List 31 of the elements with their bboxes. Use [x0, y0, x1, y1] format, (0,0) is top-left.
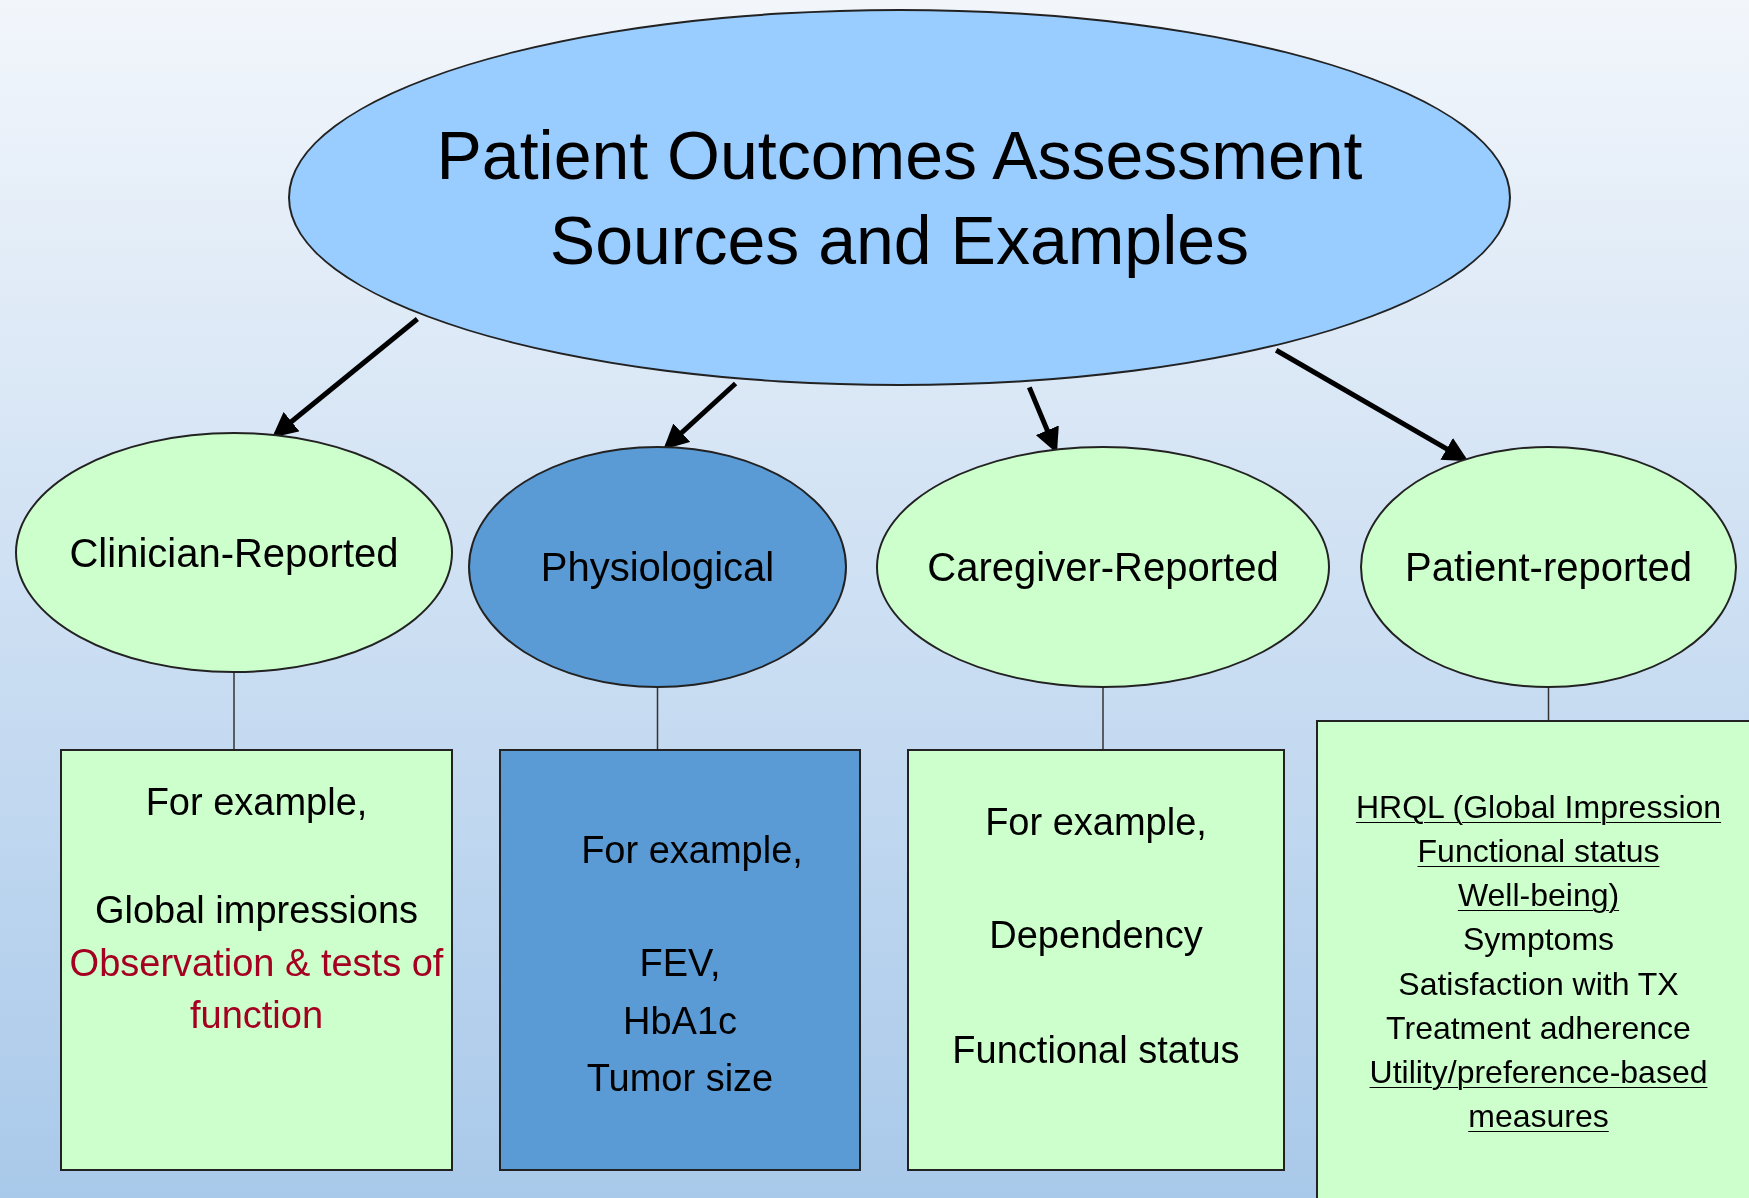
node-title: Patient Outcomes Assessment Sources and Examples: [435, 115, 1364, 280]
example-text: For example,: [581, 828, 803, 873]
example-text: Observation & tests of function: [68, 940, 445, 1039]
example-text: Treatment adherence: [1386, 1008, 1691, 1048]
example-text: Utility/preference-based measures: [1368, 1052, 1709, 1137]
example-text: Dependency: [989, 913, 1203, 959]
example-text: Symptoms: [1462, 920, 1615, 960]
node-title: Caregiver-Reported: [926, 544, 1280, 591]
connector-line: [1547, 687, 1550, 721]
connector-line: [656, 687, 659, 750]
example-text: For example,: [985, 800, 1207, 845]
example-text: Global impressions: [94, 888, 419, 934]
example-text: Functional status: [1417, 832, 1660, 872]
node-title: Patient-reported: [1404, 544, 1693, 591]
node-title: Physiological: [539, 544, 776, 591]
example-text: HbA1c: [622, 998, 738, 1044]
connector-line: [1102, 687, 1104, 750]
example-text: Well-being): [1457, 876, 1620, 916]
example-text: Satisfaction with TX: [1398, 964, 1679, 1004]
example-box: [60, 749, 453, 1171]
example-text: FEV,: [639, 941, 721, 987]
example-text: HRQL (Global Impression: [1355, 788, 1722, 827]
example-box: [499, 749, 861, 1171]
example-text: Functional status: [952, 1027, 1240, 1073]
connector-line: [233, 672, 235, 750]
example-text: Tumor size: [586, 1056, 774, 1102]
node-title: Clinician-Reported: [68, 529, 400, 577]
example-box: [907, 749, 1285, 1171]
arrow: [1274, 348, 1469, 462]
example-box: [1316, 720, 1749, 1198]
example-text: For example,: [145, 780, 368, 825]
